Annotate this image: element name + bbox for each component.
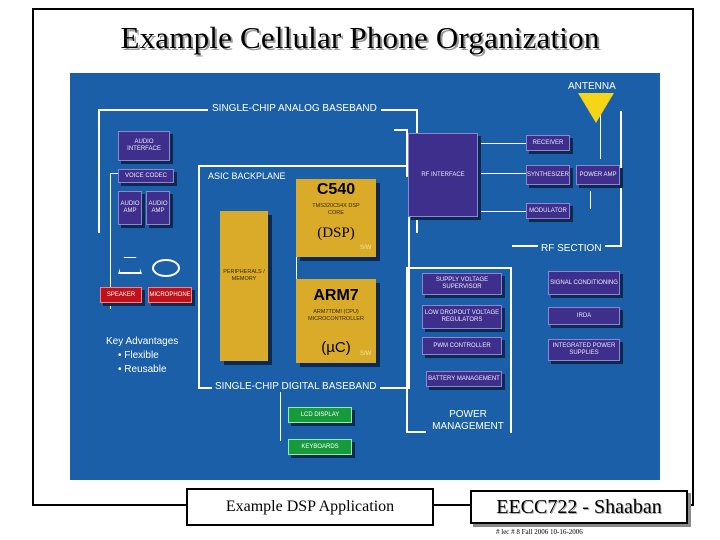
ldo-box: LOW DROPOUT VOLTAGE REGULATORS <box>422 305 502 329</box>
digital-baseband-label: SINGLE-CHIP DIGITAL BASEBAND <box>212 381 380 392</box>
antenna-label: ANTENNA <box>568 81 616 92</box>
key-advantages-heading: Key Advantages <box>106 336 179 347</box>
asic-backplane-label: ASIC BACKPLANE <box>208 171 286 181</box>
lcd-display-box: LCD DISPLAY <box>288 407 352 423</box>
battery-management-box: BATTERY MANAGEMENT <box>426 371 502 387</box>
dsp-title: (DSP) <box>317 225 355 241</box>
slide-title: Example Cellular Phone Organization <box>120 20 600 55</box>
microphone-icon <box>152 259 180 277</box>
arm7-block <box>296 279 376 363</box>
speaker-box: SPEAKER <box>100 287 142 303</box>
irda-box: IRDA <box>548 307 620 325</box>
sw-label-1: S/W <box>360 245 372 251</box>
c540-core-label: TMS320C54X DSP CORE <box>312 203 360 216</box>
antenna-icon <box>578 93 614 123</box>
bus-line-3 <box>480 173 526 174</box>
bus-line-4 <box>480 211 526 212</box>
key-advantage-flexible: • Flexible <box>118 350 159 361</box>
microphone-box: MICROPHONE <box>148 287 192 303</box>
peripherals-label: PERIPHERALS / MEMORY <box>223 269 265 282</box>
pwm-controller-box: PWM CONTROLLER <box>422 337 502 355</box>
peripherals-block <box>220 211 268 361</box>
rf-section-label: RF SECTION <box>538 243 605 254</box>
bus-line-5 <box>600 107 601 159</box>
bus-line-1 <box>394 129 408 177</box>
c540-title: C540 <box>316 181 356 198</box>
lecture-footer: # lec # 8 Fall 2006 10-16-2006 <box>496 528 583 536</box>
audio-amp-2-box: AUDIO AMP <box>146 191 170 225</box>
modulator-box: MODULATOR <box>526 203 570 219</box>
integrated-power-box: INTEGRATED POWER SUPPLIES <box>548 339 620 361</box>
power-amp-box: POWER AMP <box>576 165 620 185</box>
analog-baseband-label: SINGLE-CHIP ANALOG BASEBAND <box>208 103 381 114</box>
audio-amp-1-box: AUDIO AMP <box>118 191 142 225</box>
receiver-box: RECEIVER <box>526 135 570 151</box>
bus-line-9 <box>280 389 281 441</box>
sw-label-2: S/W <box>360 351 372 357</box>
example-caption: Example DSP Application <box>186 488 434 526</box>
arm7-title: ARM7 <box>313 287 359 304</box>
bus-line-2 <box>480 143 526 144</box>
bus-line-6 <box>590 191 591 209</box>
synthesizer-box: SYNTHESIZER <box>526 165 570 185</box>
signal-conditioning-box: SIGNAL CONDITIONING <box>548 271 620 295</box>
power-management-label: POWER MANAGEMENT <box>426 409 510 433</box>
bus-line-10 <box>110 173 111 309</box>
audio-interface-box: AUDIO INTERFACE <box>118 131 170 161</box>
course-label: EECC722 - Shaaban <box>470 490 688 524</box>
supply-supervisor-box: SUPPLY VOLTAGE SUPERVISOR <box>422 273 502 295</box>
key-advantage-reusable: • Reusable <box>118 364 167 375</box>
keyboards-box: KEYBOARDS <box>288 439 352 455</box>
phone-diagram: ANTENNA SINGLE-CHIP ANALOG BASEBAND ASIC… <box>70 73 660 480</box>
voice-codec-box: VOICE CODEC <box>118 169 174 183</box>
speaker-icon <box>118 257 142 274</box>
c540-block <box>296 179 376 257</box>
arm7-core-label: ARM7TDMI (CPU) MICROCONTROLLER <box>308 309 364 322</box>
rf-interface-box: RF INTERFACE <box>408 133 478 217</box>
uc-title: (µC) <box>321 339 351 356</box>
